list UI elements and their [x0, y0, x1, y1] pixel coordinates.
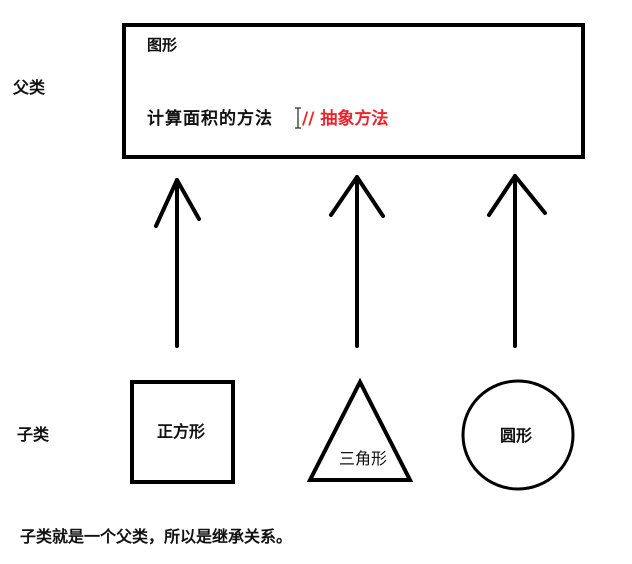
circle-label: 圆形 — [500, 426, 533, 445]
abstract-method-comment: // 抽象方法 — [302, 109, 389, 129]
parent-class-box — [122, 23, 585, 159]
inheritance-arrow-triangle — [329, 175, 385, 348]
parent-class-label: 父类 — [13, 78, 46, 97]
square-label: 正方形 — [157, 422, 206, 441]
circle-shape — [461, 379, 575, 491]
parent-class-method: 计算面积的方法 — [147, 109, 273, 129]
square-shape — [130, 380, 235, 484]
triangle-label: 三角形 — [339, 449, 388, 468]
footer-note: 子类就是一个父类，所以是继承关系。 — [20, 527, 293, 546]
triangle-shape — [306, 377, 414, 482]
text-cursor-icon — [295, 107, 301, 129]
inheritance-arrow-square — [154, 178, 201, 348]
parent-class-name: 图形 — [147, 36, 178, 54]
inheritance-arrow-circle — [487, 174, 547, 348]
child-class-label: 子类 — [17, 425, 50, 444]
